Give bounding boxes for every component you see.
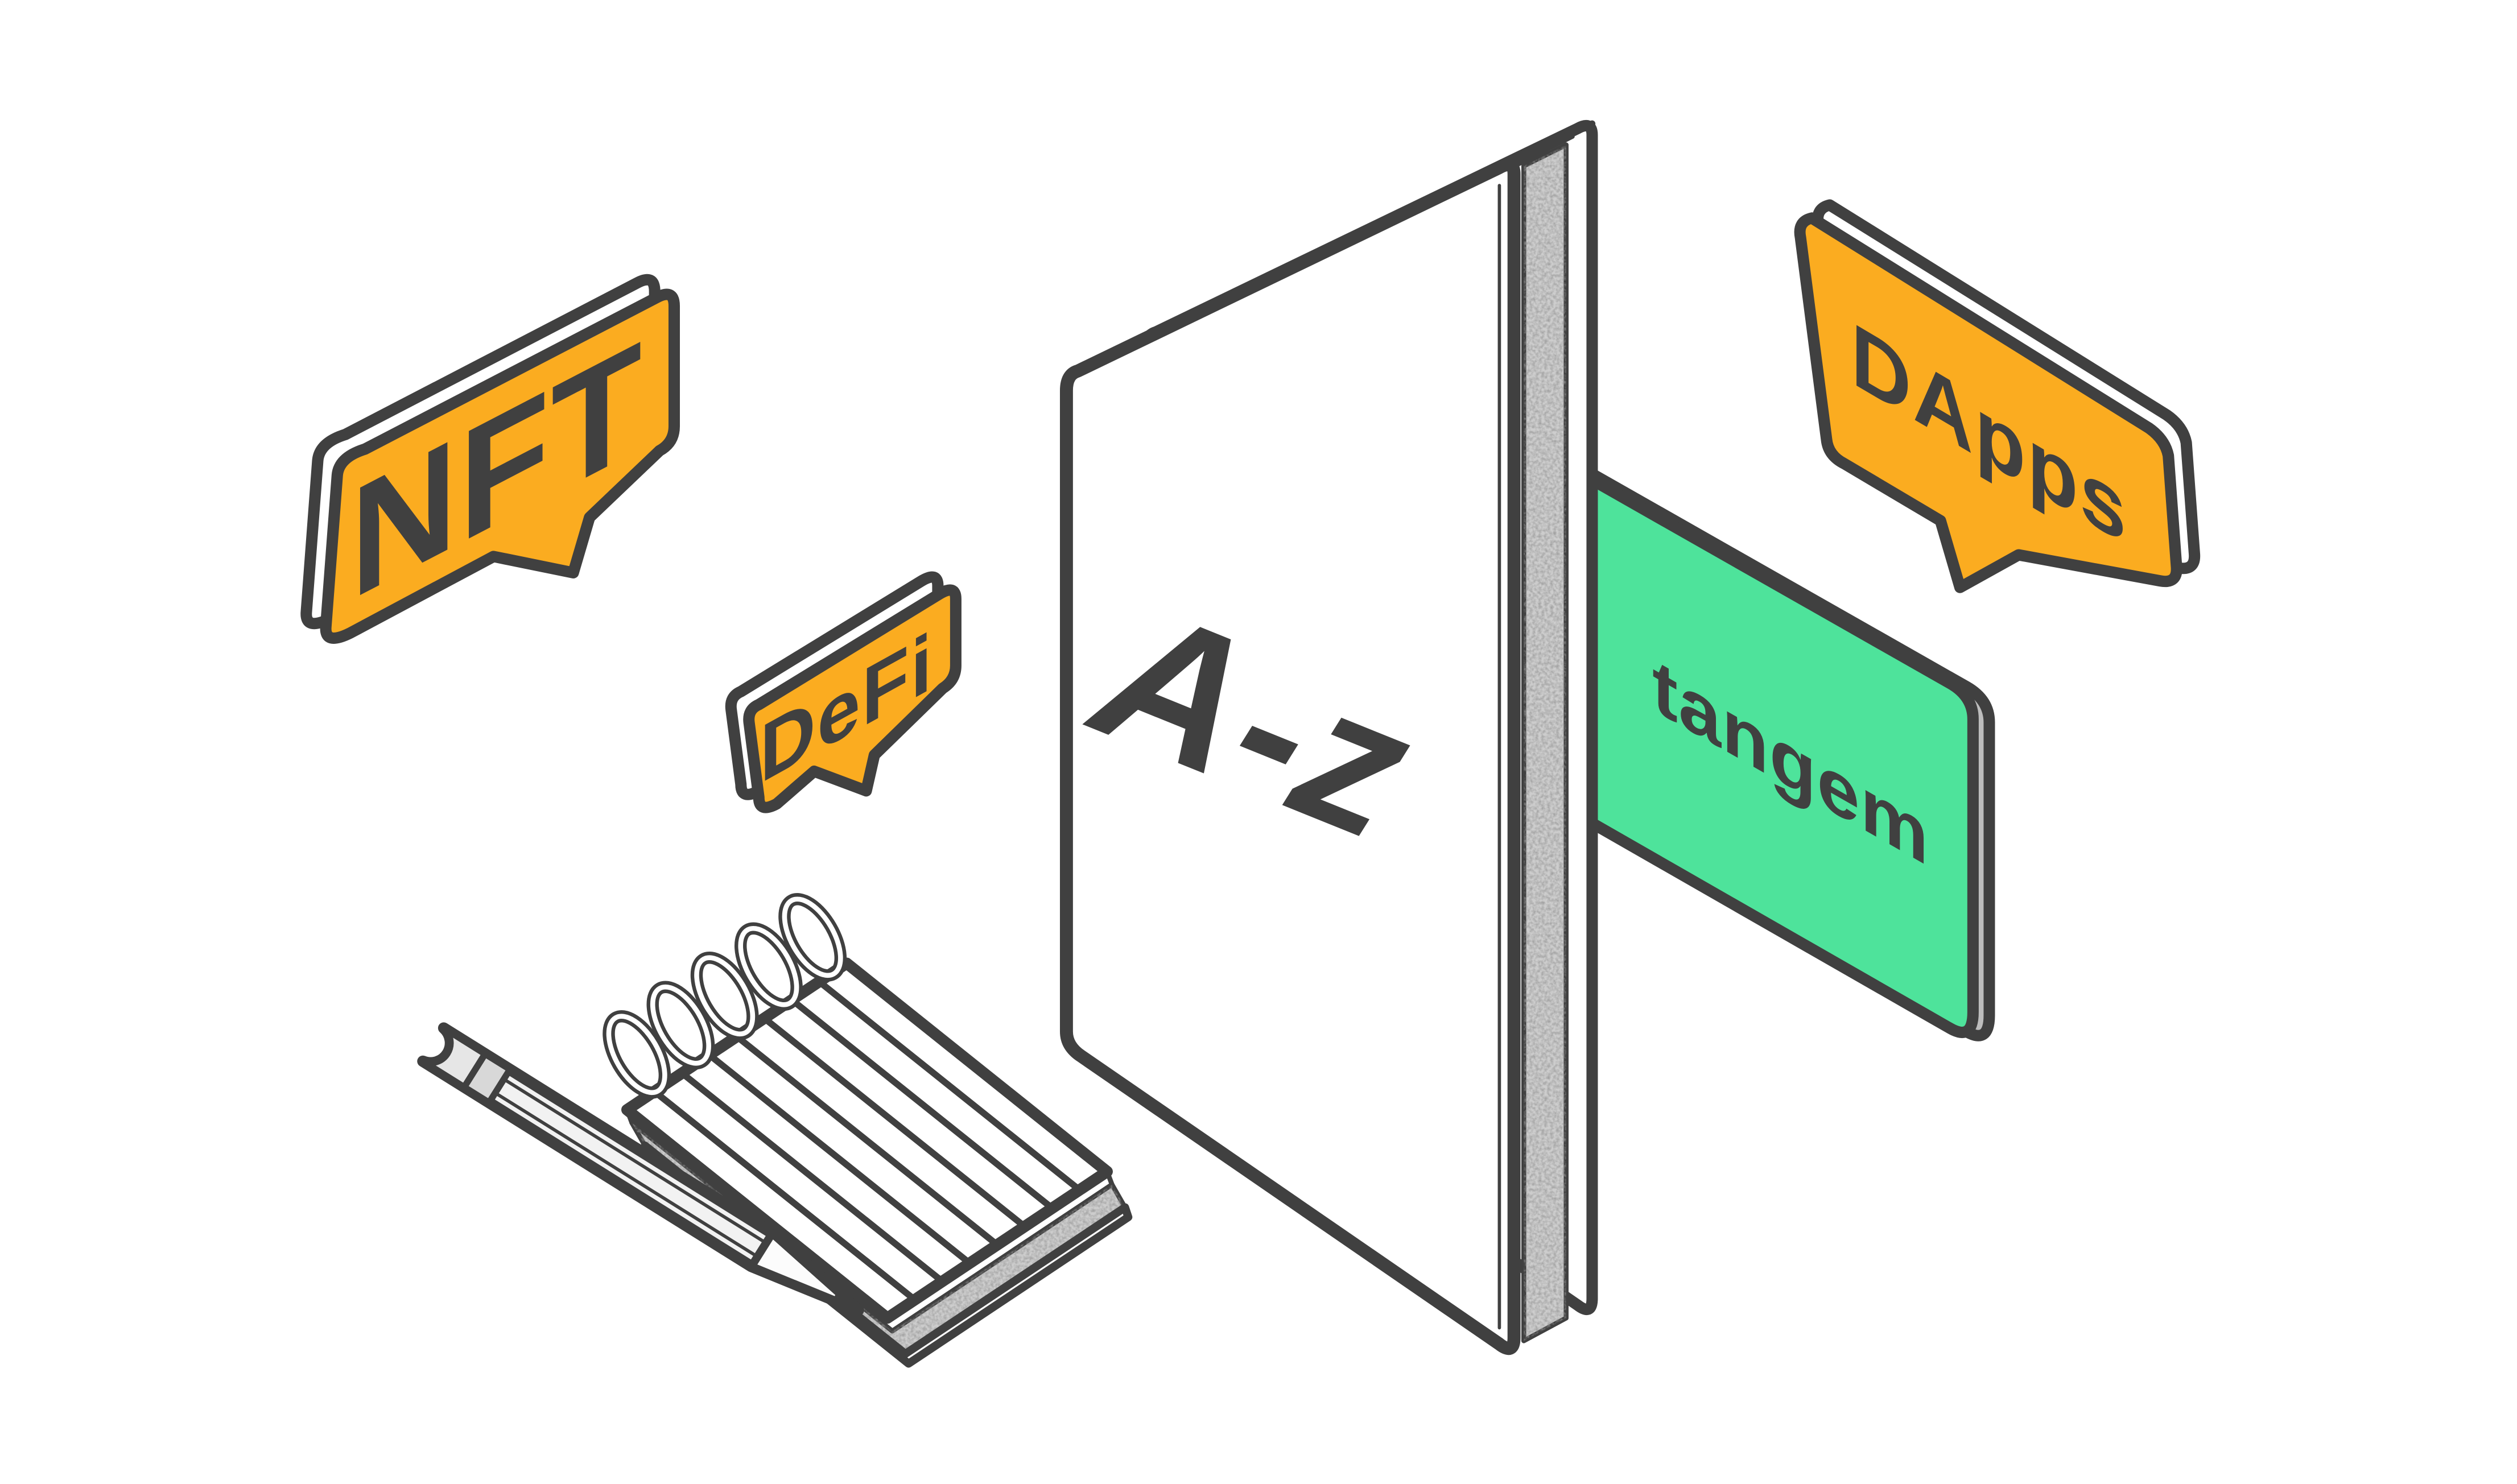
pencil-facet-line <box>505 1079 767 1244</box>
pencil-eraser <box>419 1024 489 1090</box>
pencil-ferrule <box>461 1051 514 1106</box>
notepad-ruled-lines <box>651 978 1083 1303</box>
ruled-line <box>816 978 1083 1193</box>
book-front-cover <box>1059 158 1521 1355</box>
notepad-spiral-rings <box>603 893 847 1099</box>
ruled-line <box>733 1033 1001 1249</box>
pencil-graphite-tip <box>832 1291 840 1302</box>
ruled-line <box>651 1088 918 1303</box>
pencil <box>417 1022 864 1316</box>
ruled-line <box>706 1051 973 1267</box>
ruled-line <box>789 997 1056 1212</box>
spiral-ring <box>734 922 803 1011</box>
spiral-ring <box>690 952 759 1040</box>
pencil-tip-cone <box>747 1229 863 1314</box>
dapps-speech-bubble: DApps <box>1800 205 2195 587</box>
spiral-notepad <box>603 893 1133 1368</box>
ruled-line <box>679 1069 946 1285</box>
nft-speech-bubble: NFT <box>306 280 674 638</box>
ruled-line <box>761 1015 1028 1230</box>
pages-edge-grain <box>1524 144 1566 1341</box>
book-pages-fore-edge <box>1521 142 1569 1344</box>
defi-speech-bubble: DeFi <box>731 577 956 807</box>
spiral-ring <box>603 1010 671 1099</box>
pencil-facet-line <box>496 1093 758 1258</box>
spiral-ring <box>778 893 847 982</box>
spiral-ring <box>646 981 715 1070</box>
tangem-brand-card: tangem <box>1527 450 1989 1035</box>
dictionary-book: A-z <box>1055 119 1598 1355</box>
